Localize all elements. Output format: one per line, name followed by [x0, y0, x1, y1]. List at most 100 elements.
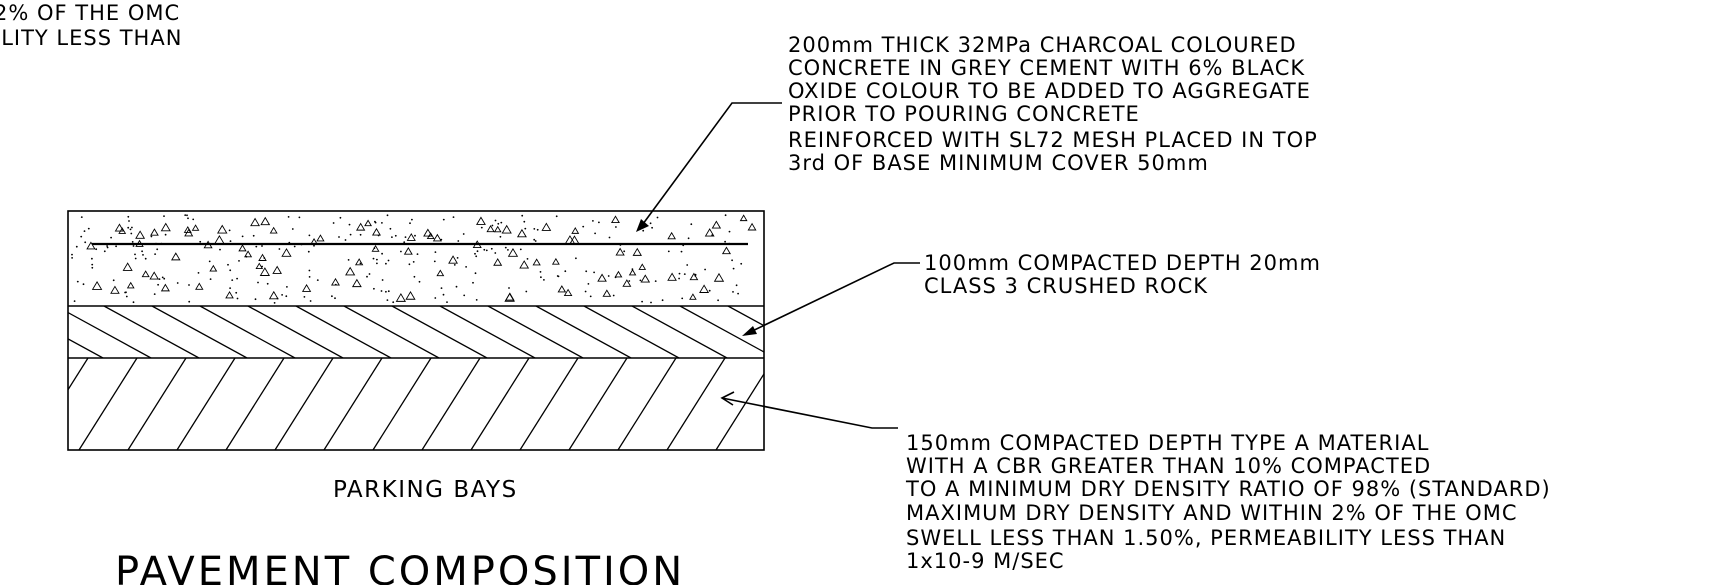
stipple-dot [434, 297, 437, 299]
stipple-triangle [486, 225, 495, 233]
stipple-triangle [160, 222, 171, 232]
stipple-dot [533, 228, 536, 230]
stipple-dot [392, 301, 395, 304]
stipple-dot [307, 250, 310, 253]
stipple-dot [683, 273, 686, 275]
concrete-note: 200mm THICK 32MPa CHARCOAL COLOURED CONC… [788, 33, 1318, 175]
subbase-hatch-line [176, 358, 236, 450]
stipple-dot [106, 246, 109, 249]
stipple-dot [381, 252, 383, 255]
stipple-dot [144, 257, 147, 260]
concrete-leader-line [639, 102, 782, 229]
stipple-triangle [602, 289, 612, 297]
stipple-dot [491, 224, 494, 227]
stipple-dot [585, 270, 588, 273]
stipple-dot [687, 237, 690, 240]
subbase-hatch-line [225, 358, 285, 450]
stipple-triangle [255, 262, 264, 270]
stipple-triangle [122, 262, 133, 271]
stipple-dot [525, 290, 528, 293]
concrete-note-line-6: 3rd OF BASE MINIMUM COVER 50mm [788, 151, 1209, 175]
stipple-dot [584, 290, 587, 293]
stipple-triangle [214, 234, 225, 244]
stipple-dot [731, 259, 733, 262]
stipple-dot [413, 275, 416, 278]
stipple-triangle [667, 272, 677, 281]
stipple-dot [442, 218, 445, 221]
stipple-triangle [564, 235, 576, 245]
base-hatch-line [439, 306, 536, 358]
stipple-dot [338, 236, 340, 238]
subbase-hatch-line [274, 358, 334, 450]
stipple-dot [386, 299, 389, 301]
stipple-triangle [225, 291, 234, 299]
stipple-dot [281, 294, 283, 296]
stipple-triangle [371, 227, 381, 236]
stipple-dot [474, 252, 476, 255]
base-hatch-line [343, 306, 440, 358]
subbase-note: 150mm COMPACTED DEPTH TYPE A MATERIAL WI… [905, 431, 1550, 573]
base-hatch-line [295, 306, 392, 358]
stipple-dot [418, 280, 421, 283]
stipple-triangle [667, 231, 676, 240]
stipple-triangle [532, 258, 541, 266]
stipple-dot [497, 222, 500, 225]
stipple-dot [129, 228, 132, 231]
stipple-dot [236, 297, 239, 300]
stipple-dot [75, 245, 78, 248]
subbase-hatch-line [127, 358, 187, 450]
stipple-dot [308, 276, 311, 278]
stipple-dot [386, 214, 389, 217]
stipple-triangle [183, 226, 192, 233]
base-hatch-line [391, 306, 488, 358]
stipple-dot [235, 291, 238, 294]
drawing-caption: PARKING BAYS [333, 477, 518, 503]
stipple-triangle [258, 253, 267, 261]
subbase-hatch-line [765, 358, 823, 450]
subbase-note-line-6: 1x10-9 M/SEC [906, 549, 1065, 573]
stipple-dot [238, 260, 240, 262]
stipple-dot [80, 216, 83, 219]
stipple-dot [434, 251, 437, 254]
stipple-dot [134, 253, 136, 256]
stipple-triangle [351, 278, 362, 288]
base-note-line-2: CLASS 3 CRUSHED ROCK [924, 274, 1208, 298]
stipple-dot [680, 250, 683, 253]
stipple-triangle [557, 285, 567, 293]
base-hatch-line [68, 338, 104, 358]
stipple-triangle [91, 280, 103, 290]
stipple-dot [91, 263, 94, 266]
stipple-triangle [628, 268, 637, 276]
concrete-note-line-5: REINFORCED WITH SL72 MESH PLACED IN TOP [788, 128, 1318, 152]
base-leader-line [745, 262, 920, 335]
stipple-dot [141, 250, 144, 253]
stipple-dot [457, 240, 460, 242]
base-note: 100mm COMPACTED DEPTH 20mm CLASS 3 CRUSH… [924, 251, 1321, 298]
stipple-triangle [436, 269, 445, 277]
subbase-leader [720, 391, 898, 429]
stipple-dot [440, 287, 443, 289]
subbase-layer-hatch [68, 358, 823, 450]
stipple-triangle [501, 224, 512, 234]
stipple-dot [737, 292, 739, 295]
stipple-triangle [355, 222, 366, 231]
stipple-dot [192, 218, 195, 221]
base-hatch-line [0, 306, 55, 358]
stipple-dot [540, 276, 542, 279]
stipple-dot [176, 282, 179, 284]
stipple-dot [724, 240, 726, 243]
subbase-hatch-line [617, 358, 677, 450]
subbase-hatch-line [421, 358, 481, 450]
stipple-triangle [86, 241, 96, 250]
stipple-triangle [331, 277, 340, 286]
stipple-dot [521, 214, 524, 217]
stipple-dot [475, 255, 478, 258]
concrete-leader-arrowhead [636, 219, 649, 232]
section-outline [67, 210, 765, 451]
stipple-dot [252, 234, 255, 237]
stipple-dot [125, 295, 128, 298]
base-note-line-1: 100mm COMPACTED DEPTH 20mm [924, 251, 1321, 275]
subbase-note-line-1: 150mm COMPACTED DEPTH TYPE A MATERIAL [906, 431, 1429, 455]
stipple-dot [76, 280, 79, 283]
stipple-dot [298, 216, 301, 219]
